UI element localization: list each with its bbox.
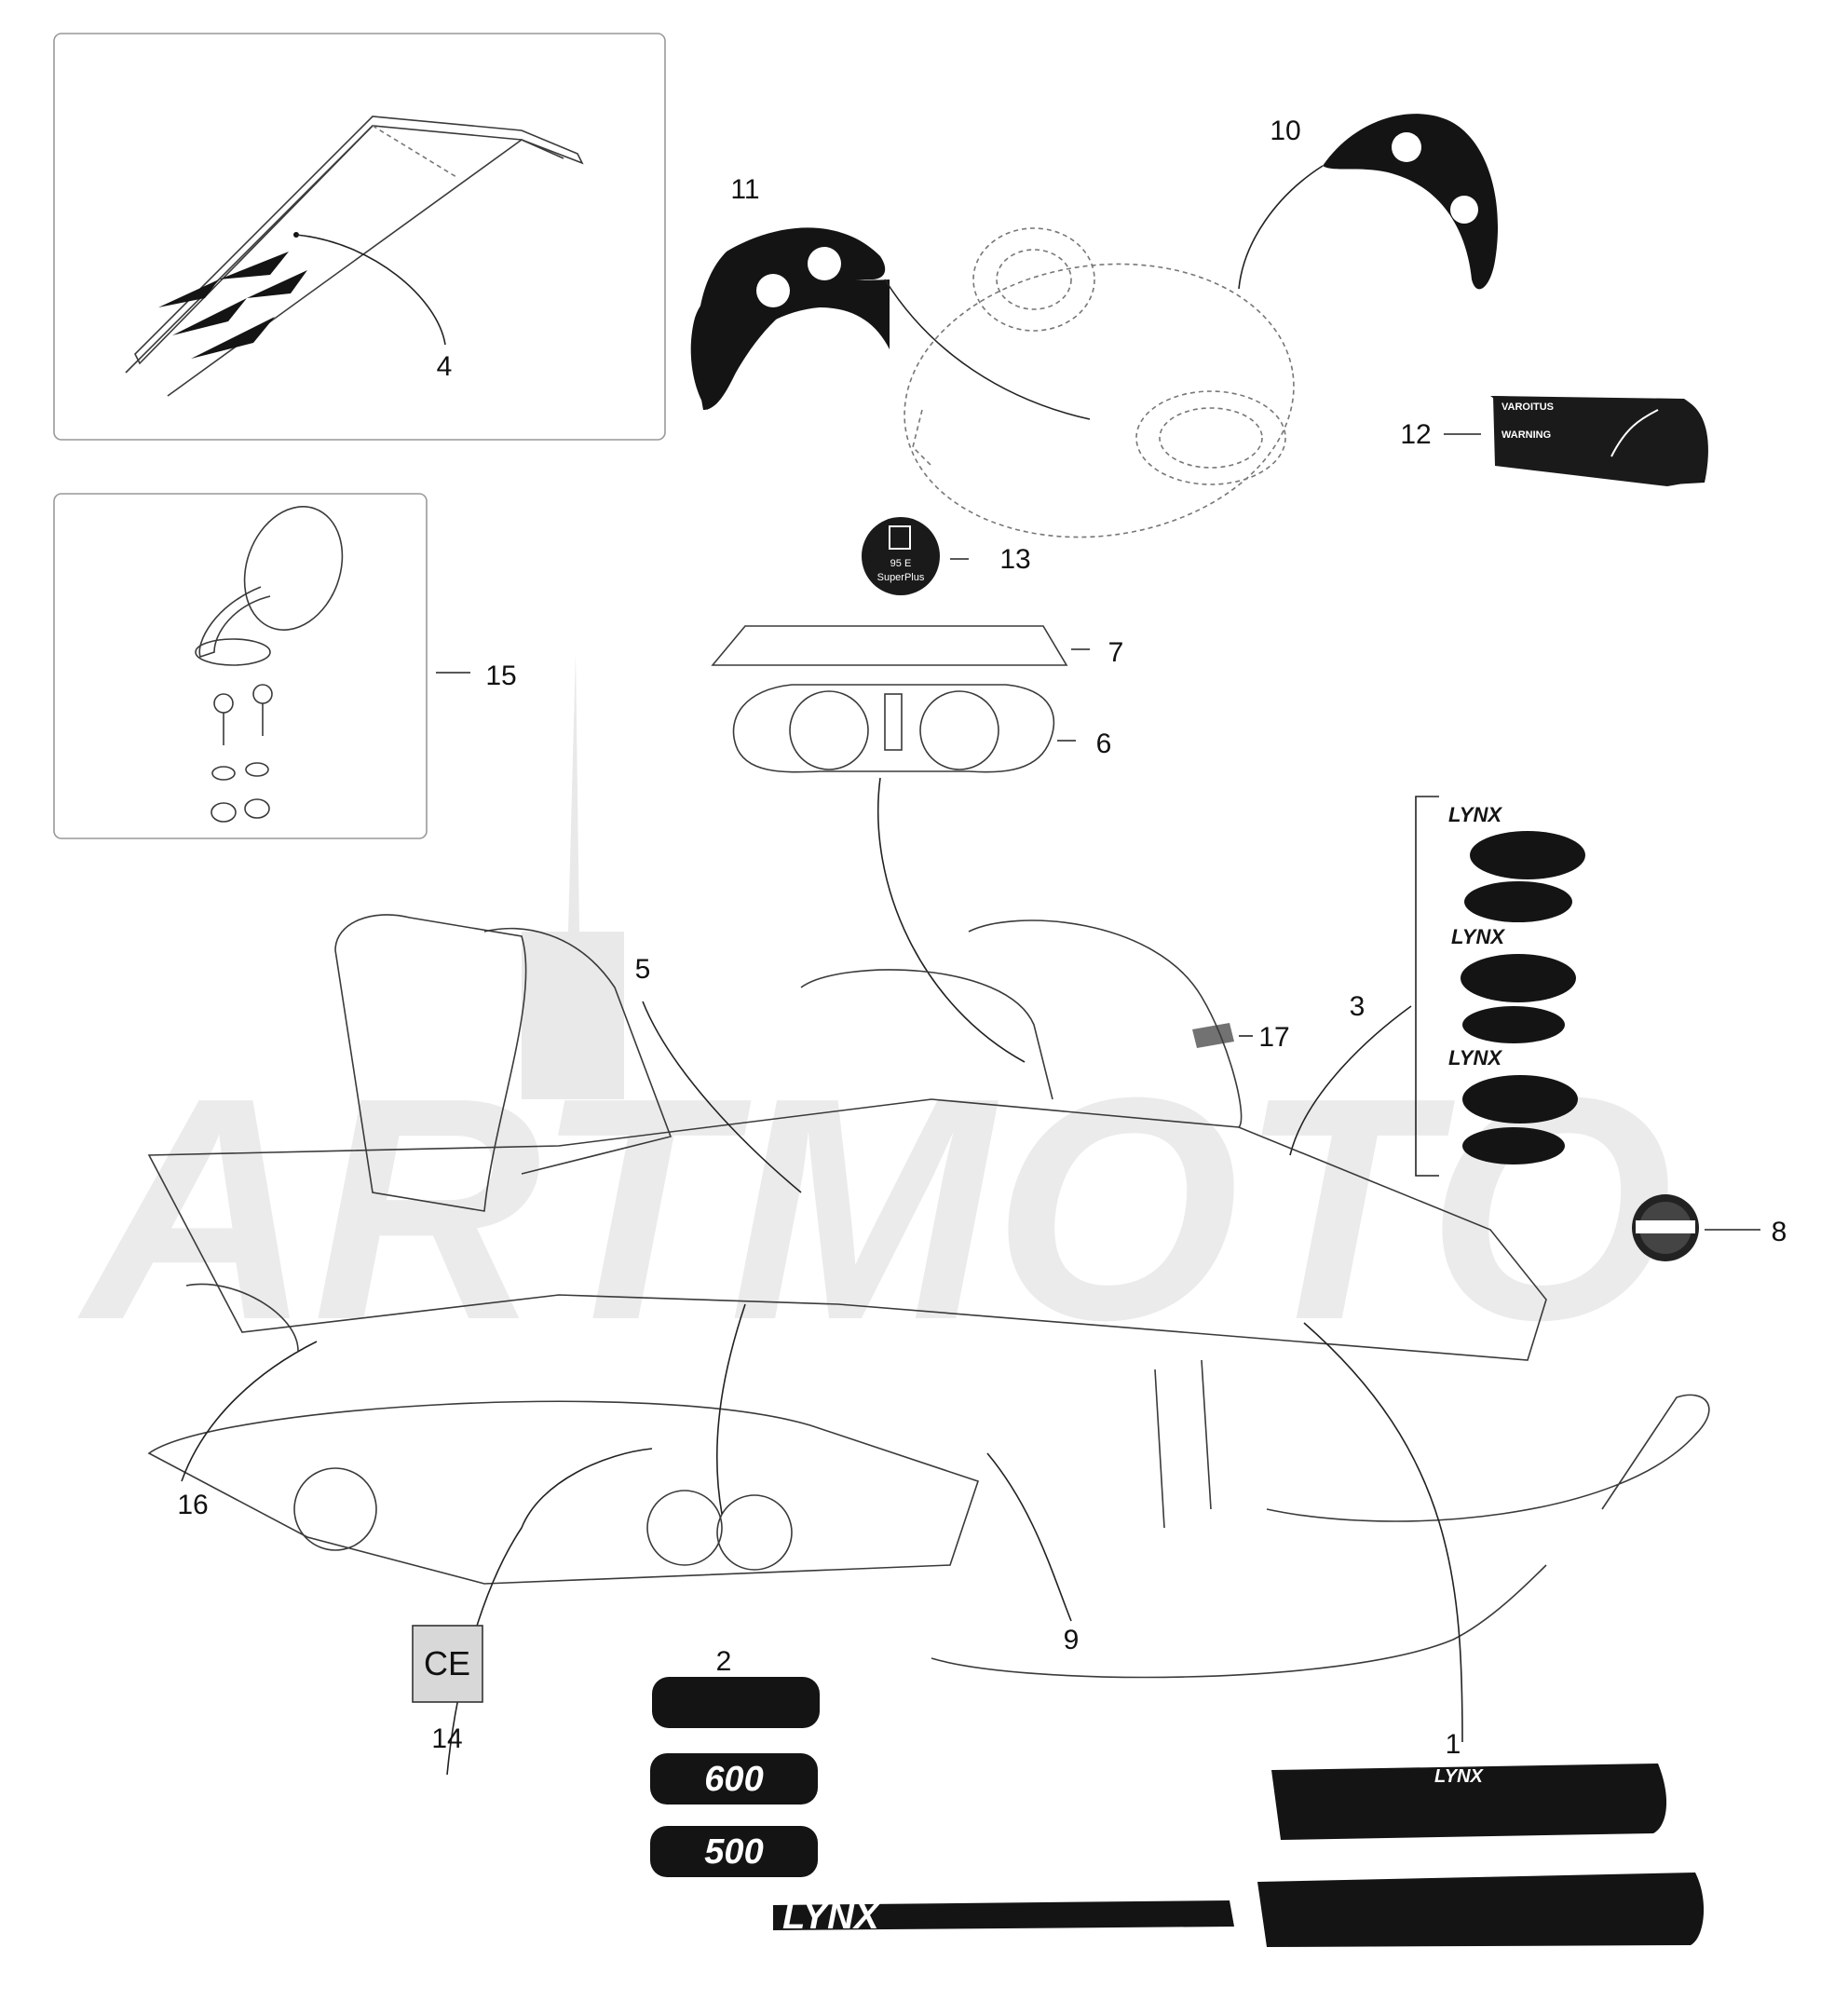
panel-mirror <box>53 493 428 839</box>
callout-16: 16 <box>177 1490 208 1520</box>
callout-3: 3 <box>1350 991 1366 1022</box>
nut-icon <box>211 798 270 823</box>
seat-stripes-icon <box>158 252 307 359</box>
decal-lynx-text: LYNX <box>1448 803 1502 826</box>
gear-badge <box>1632 1194 1699 1261</box>
decal-500-text: 500 <box>704 1832 763 1872</box>
watermark-text: ARTMOTO <box>74 1032 1673 1386</box>
decal-lynx-text: LYNX <box>1448 1046 1502 1069</box>
windshield-strip <box>711 625 1068 666</box>
decal-600-text: 600 <box>704 1760 763 1799</box>
console-hole-icon <box>808 247 841 280</box>
ce-label: CE <box>412 1625 483 1703</box>
warning-label: VAROITUS WARNING <box>1490 396 1708 486</box>
console-decal-11 <box>697 227 886 410</box>
callout-4: 4 <box>437 351 453 382</box>
warning-subtitle: WARNING <box>1502 429 1551 441</box>
fuel-decal: 95 E SuperPlus <box>862 517 940 595</box>
watermark: ARTMOTO <box>74 652 1673 1386</box>
mirror-part <box>195 506 344 823</box>
decal-set-1: LYNX <box>1257 1764 1705 1947</box>
callout-14: 14 <box>431 1723 462 1754</box>
decal-lynx-text: LYNX <box>1434 1766 1485 1787</box>
callout-2: 2 <box>716 1646 732 1677</box>
callout-13: 13 <box>999 544 1030 575</box>
console-hole-icon <box>1450 196 1478 224</box>
gauge-bezel <box>732 684 1055 773</box>
stripe-lynx-text: LYNX <box>782 1896 881 1937</box>
snowmobile-outline <box>147 914 1710 1679</box>
console-outline <box>904 227 1295 538</box>
washer-icon <box>211 762 269 781</box>
lynx-stripe: LYNX <box>773 1896 1234 1937</box>
decal-set-3: LYNX LYNX LYNX <box>1448 803 1585 1164</box>
callout-11: 11 <box>730 174 759 205</box>
console-hole-icon <box>1392 132 1421 162</box>
warning-title: VAROITUS <box>1502 402 1554 413</box>
callout-labels: 1 2 3 4 5 6 7 8 9 10 11 12 13 14 15 16 1… <box>177 116 1787 1760</box>
callout-9: 9 <box>1064 1625 1080 1655</box>
fuel-grade: 95 E <box>890 558 912 569</box>
callout-7: 7 <box>1108 637 1124 668</box>
callout-5: 5 <box>635 954 651 985</box>
callout-10: 10 <box>1270 116 1300 146</box>
callout-17: 17 <box>1258 1022 1289 1053</box>
console-hole-icon <box>756 274 790 307</box>
console-decal-10 <box>1323 114 1499 290</box>
seat-cover-part <box>125 116 584 397</box>
panel-seat <box>53 33 666 441</box>
decal-set-2: 600 500 <box>650 1677 820 1877</box>
callout-6: 6 <box>1096 729 1112 759</box>
fuel-name: SuperPlus <box>877 572 925 583</box>
callout-1: 1 <box>1446 1729 1461 1760</box>
callout-12: 12 <box>1400 419 1431 450</box>
ce-mark: CE <box>424 1644 470 1682</box>
callout-8: 8 <box>1772 1217 1787 1247</box>
callout-15: 15 <box>485 661 516 691</box>
decal-lynx-text: LYNX <box>1451 925 1505 948</box>
screw-icon <box>213 684 273 745</box>
